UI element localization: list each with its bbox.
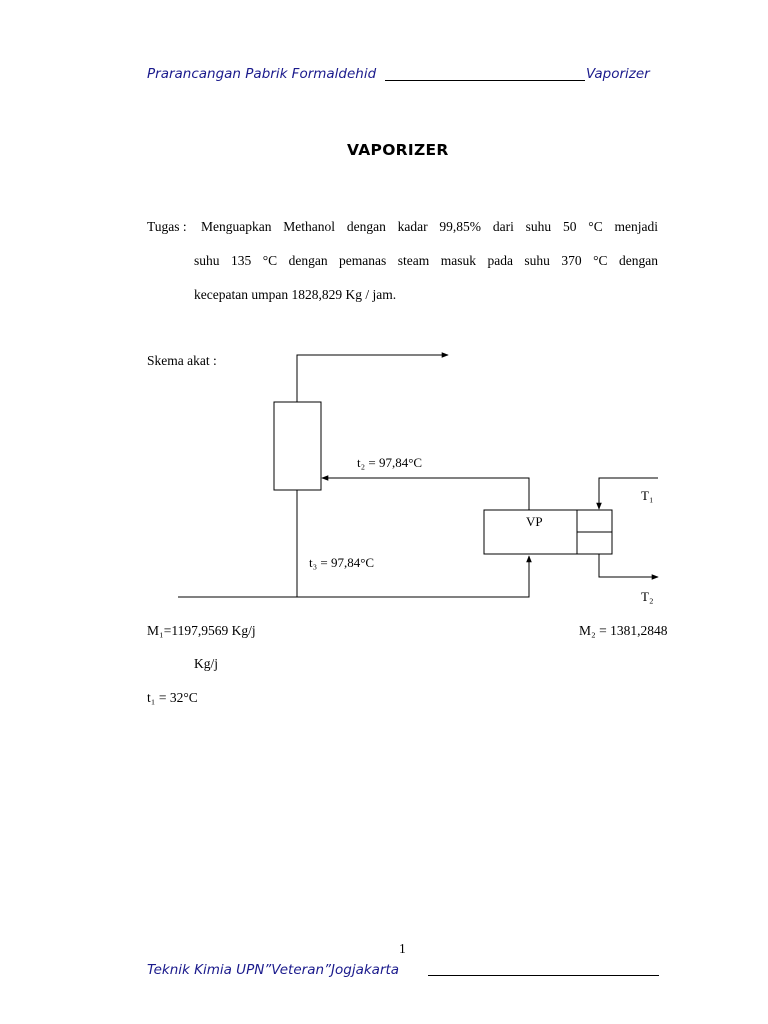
m1-unit-label: Kg/j (194, 656, 219, 671)
separator-column (273, 401, 322, 491)
footer-text: Teknik Kimia UPN”Veteran”Jogjakarta (147, 962, 400, 978)
vapor-return-line (321, 475, 530, 510)
footer-rule (428, 975, 659, 976)
m1-label: M₁=1197,9569 Kg/j (147, 623, 256, 638)
tugas-line-1: Menguapkan Methanol dengan kadar 99,85% … (201, 219, 658, 234)
feed-line (178, 555, 532, 598)
t3-label: t₃ = 97,84°C (309, 555, 374, 570)
page-title: VAPORIZER (347, 141, 449, 159)
steam-out-temp-label: T₂ (641, 589, 653, 604)
t1-label: t₁ = 32°C (147, 690, 198, 705)
page-number: 1 (399, 941, 406, 956)
t2-label: t₂ = 97,84°C (357, 455, 422, 470)
steam-in-temp-label: T₁ (641, 488, 653, 503)
m2-label: M₂ = 1381,2848 (579, 623, 668, 638)
steam-outlet-line (598, 554, 659, 580)
tugas-line-3: kecepatan umpan 1828,829 Kg / jam. (194, 287, 397, 302)
schema-label: Skema akat : (147, 353, 217, 368)
tugas-line-2: suhu 135 °C dengan pemanas steam masuk p… (194, 253, 658, 268)
vaporizer-label: VP (526, 514, 543, 529)
header-left: Prarancangan Pabrik Formaldehid (147, 66, 377, 82)
tugas-label: Tugas : (147, 219, 187, 234)
header-rule (385, 80, 585, 81)
header-right: Vaporizer (586, 66, 650, 82)
vapor-outlet-line (296, 352, 449, 402)
steam-inlet-line (596, 477, 658, 510)
